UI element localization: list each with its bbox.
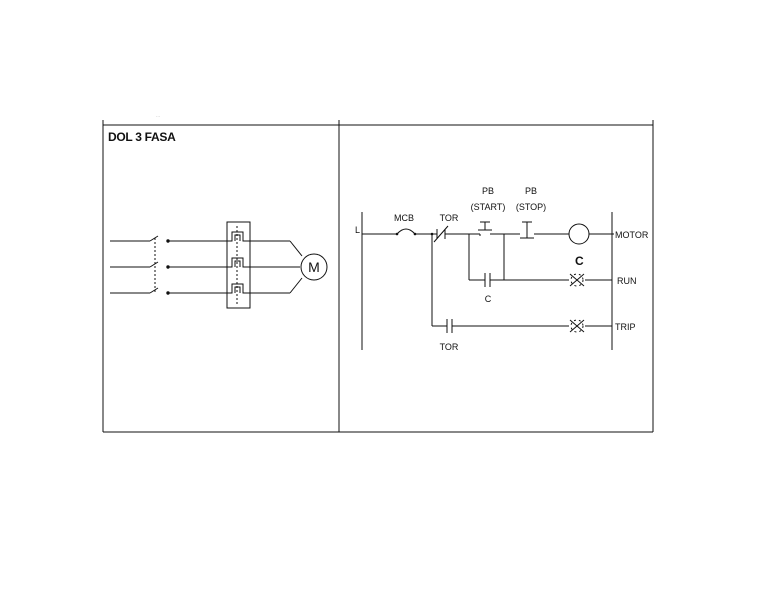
motor-coil	[568, 223, 590, 245]
motor-label: MOTOR	[615, 230, 649, 240]
control-circuit	[361, 212, 614, 350]
c-bold-label: C	[575, 254, 584, 268]
motor-symbol	[300, 253, 328, 281]
panel-title: DOL 3 FASA	[108, 130, 176, 144]
pb-start-label: PB	[482, 186, 494, 196]
tor-bottom-label: TOR	[440, 342, 459, 352]
line-label: L	[355, 225, 360, 235]
run-label: RUN	[617, 276, 637, 286]
mcb-label: MCB	[394, 213, 414, 223]
tor-top-label: TOR	[440, 213, 459, 223]
motor-symbol-label: M	[308, 259, 320, 275]
table-frame	[102, 120, 654, 433]
mcb-terminal	[395, 232, 399, 236]
faint-header-text: ...	[156, 113, 161, 119]
pb-start-sub: (START)	[471, 202, 506, 212]
lamp-trip	[570, 319, 584, 333]
pb-stop-label: PB	[525, 186, 537, 196]
lamp-run	[570, 273, 584, 287]
trip-label: TRIP	[615, 322, 636, 332]
power-circuit	[110, 221, 303, 309]
junction-dot	[430, 232, 434, 236]
pb-stop-sub: (STOP)	[516, 202, 546, 212]
mcb-terminal-2	[413, 232, 417, 236]
c-contact-label: C	[485, 294, 492, 304]
